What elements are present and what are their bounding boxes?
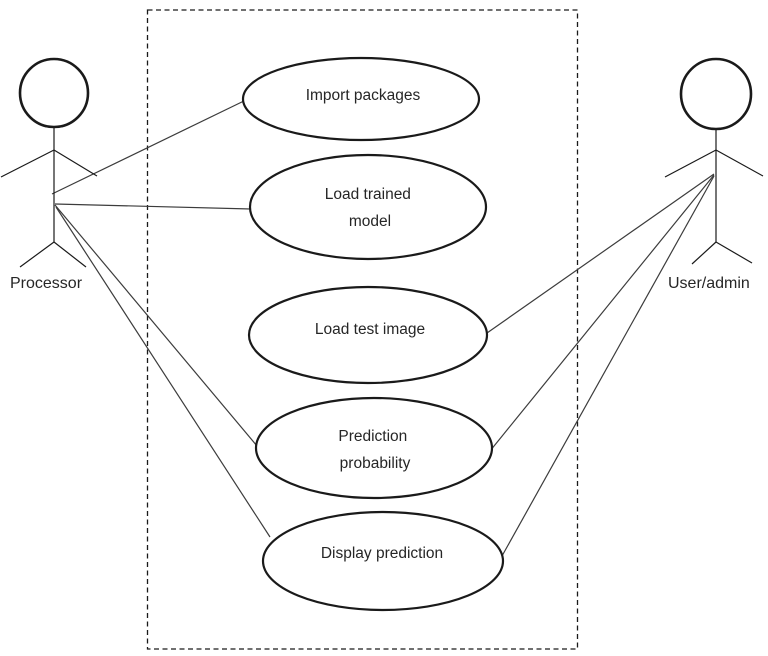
usecase-load-trained-model: Load trained model	[248, 153, 488, 261]
actor-user-admin-label: User/admin	[668, 275, 750, 292]
usecase-display-prediction-label: Display prediction	[321, 545, 443, 562]
usecase-display-prediction-ellipse	[261, 510, 505, 612]
usecase-load-test-image-ellipse	[247, 285, 489, 385]
usecase-import-packages-label: Import packages	[306, 87, 421, 104]
association-processor-display-prediction	[55, 206, 271, 538]
system-boundary	[146, 9, 579, 650]
usecase-load-trained-model-ellipse	[248, 153, 488, 261]
actor-user-admin-head	[679, 57, 753, 131]
association-useradmin-load-test-image	[486, 173, 715, 334]
actor-user-admin: User/admin	[664, 57, 764, 292]
association-processor-prediction-probability	[54, 204, 258, 447]
usecase-display-prediction: Display prediction	[261, 510, 505, 612]
actor-processor: Processor	[0, 57, 98, 292]
usecase-prediction-probability: Prediction probability	[254, 396, 494, 500]
association-useradmin-display-prediction	[501, 175, 715, 557]
actor-processor-label: Processor	[10, 275, 83, 292]
association-processor-import-packages	[51, 98, 249, 195]
actor-processor-head	[18, 57, 90, 129]
usecase-load-trained-model-label: Load trained model	[325, 186, 416, 230]
usecase-load-test-image: Load test image	[247, 285, 489, 385]
usecase-load-test-image-label: Load test image	[315, 321, 425, 338]
usecase-prediction-probability-label: Prediction probability	[338, 428, 411, 472]
association-processor-load-trained-model	[54, 203, 252, 210]
actor-user-admin-body	[664, 129, 764, 265]
association-useradmin-prediction-probability	[489, 174, 715, 452]
actor-processor-body	[0, 127, 98, 268]
usecase-import-packages-ellipse	[241, 56, 481, 142]
associations	[51, 98, 715, 557]
usecase-import-packages: Import packages	[241, 56, 481, 142]
usecase-prediction-probability-ellipse	[254, 396, 494, 500]
